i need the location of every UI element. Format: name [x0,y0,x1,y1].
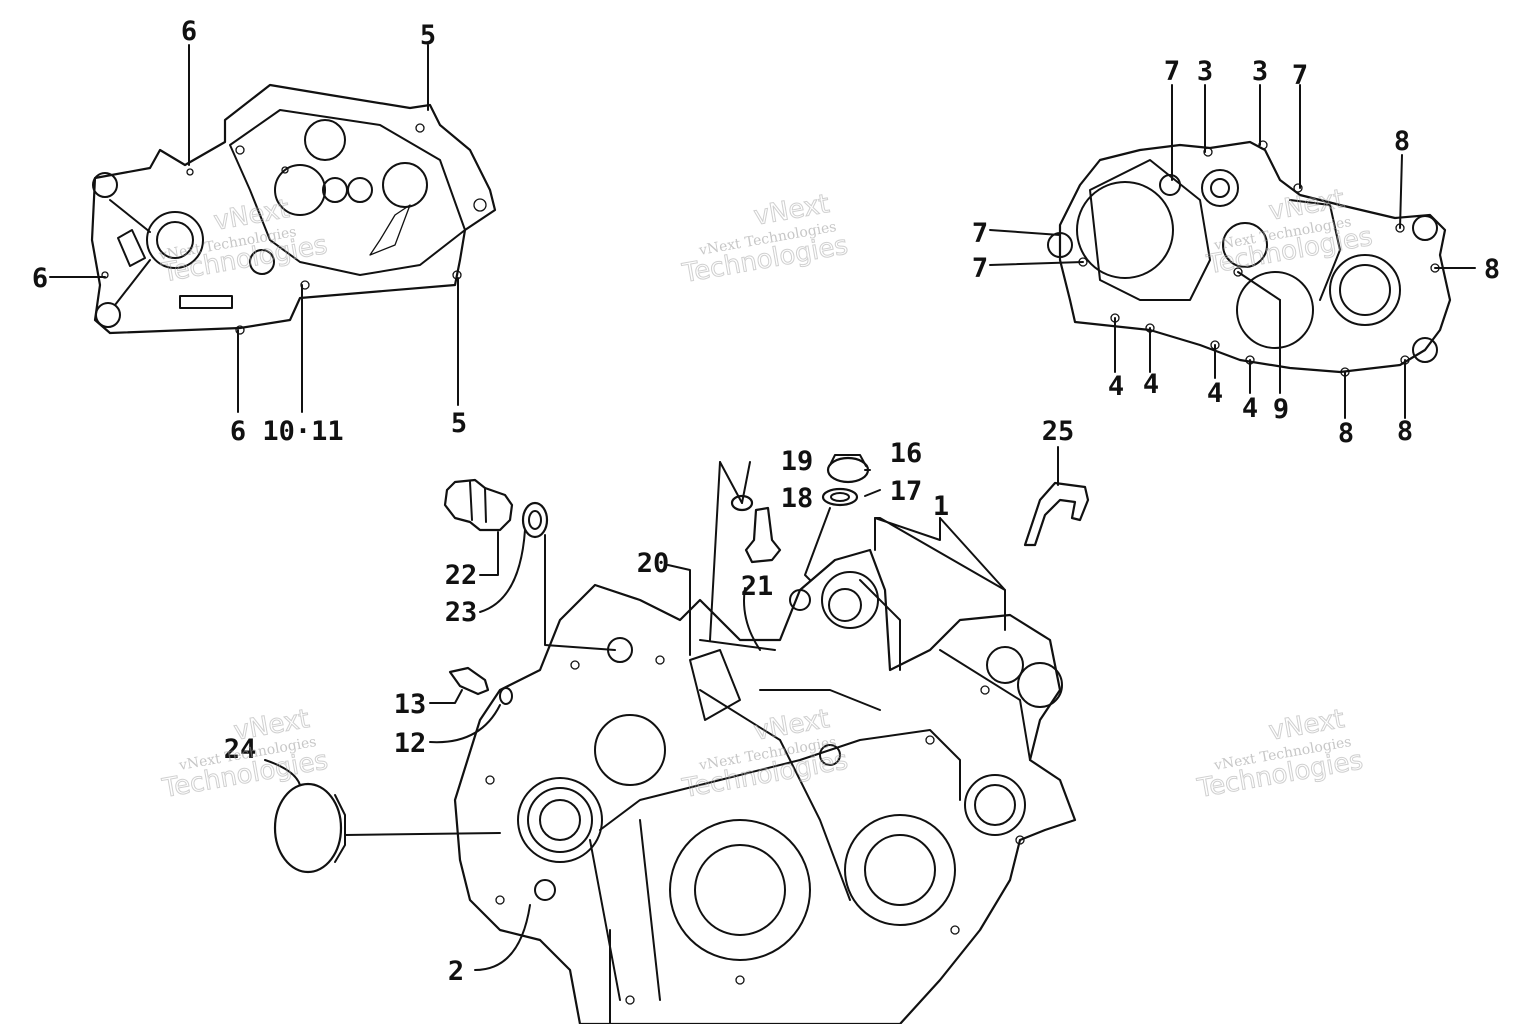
callout-9: 9 [1273,394,1289,425]
callout-7: 7 [972,218,988,249]
right-crankcase-half [1047,140,1452,377]
callout-8: 8 [1484,254,1500,285]
leader-lines [49,44,1476,1024]
callout-6: 6 [181,16,197,47]
left-crankcase-half [90,83,497,335]
hose-25 [1023,481,1090,547]
callout-6: 6 [230,416,246,447]
gasket-17 [821,487,859,507]
callout-7: 7 [972,253,988,284]
callout-23: 23 [445,597,478,628]
callout-13: 13 [394,689,427,720]
callout-17: 17 [890,476,923,507]
callout-4: 4 [1143,369,1159,400]
drain-plug-22 [443,478,514,532]
callout-10-11: 10·11 [262,416,343,447]
callout-12: 12 [394,728,427,759]
callout-18: 18 [781,483,814,514]
callout-3: 3 [1197,56,1213,87]
callout-8: 8 [1338,418,1354,449]
callout-20: 20 [637,548,670,579]
callout-7: 7 [1164,56,1180,87]
callout-8: 8 [1397,416,1413,447]
bolt-13 [448,666,490,696]
callout-25: 25 [1042,416,1075,447]
callout-24: 24 [224,734,257,765]
callout-4: 4 [1207,378,1223,409]
callout-5: 5 [420,20,436,51]
washer-23 [521,501,549,539]
callout-2: 2 [448,956,464,987]
callout-3: 3 [1252,56,1268,87]
callout-16: 16 [890,438,923,469]
callout-8: 8 [1394,126,1410,157]
callout-6: 6 [32,263,48,294]
bolt-18 [744,506,782,564]
callout-labels: 6 5 6 6 10·11 5 7 3 3 7 8 7 7 8 4 4 4 4 … [32,16,1500,987]
callout-21: 21 [741,571,774,602]
callout-4: 4 [1242,393,1258,424]
callout-5: 5 [451,408,467,439]
callout-1: 1 [933,491,949,522]
plug-cap-24 [273,782,346,874]
callout-22: 22 [445,560,478,591]
callout-19: 19 [781,446,814,477]
cap-16 [826,454,870,484]
callout-7: 7 [1292,60,1308,91]
main-crankcase-assembly [453,548,1077,1024]
callout-4: 4 [1108,371,1124,402]
o-ring-12 [499,687,513,705]
